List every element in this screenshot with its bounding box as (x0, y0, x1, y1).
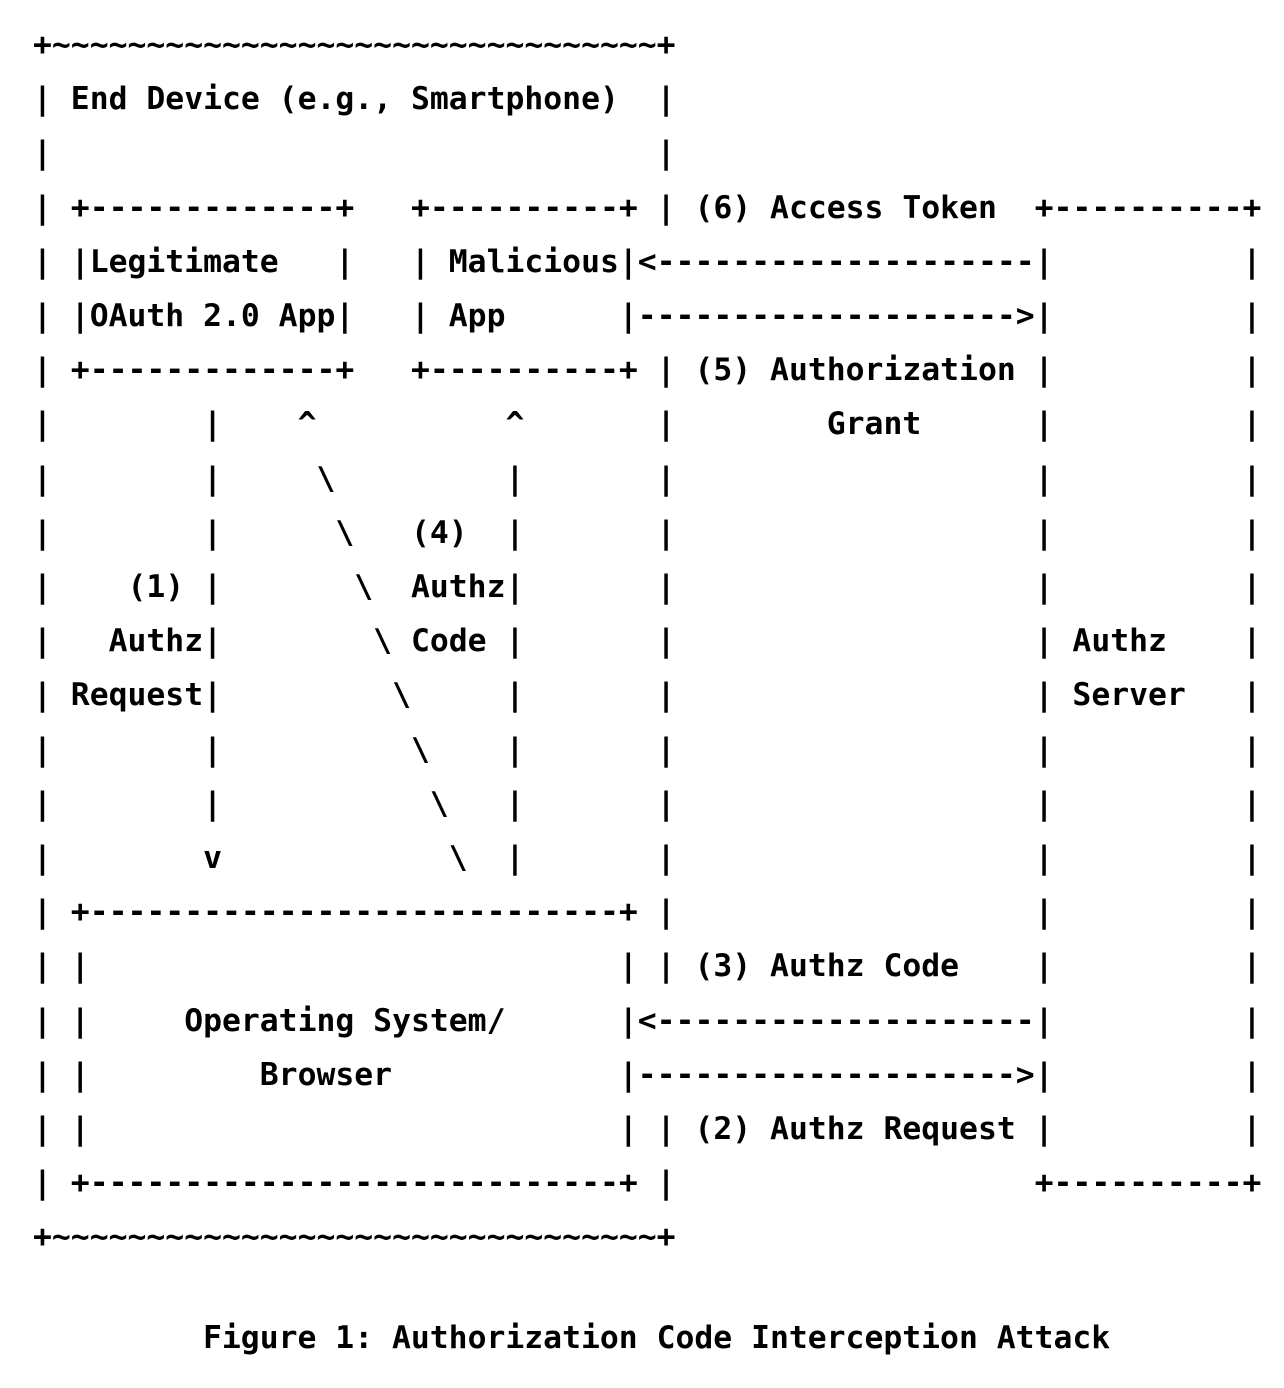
figure-caption: Figure 1: Authorization Code Interceptio… (203, 1319, 1111, 1356)
ascii-diagram: +~~~~~~~~~~~~~~~~~~~~~~~~~~~~~~~~+ | End… (33, 27, 1262, 1256)
